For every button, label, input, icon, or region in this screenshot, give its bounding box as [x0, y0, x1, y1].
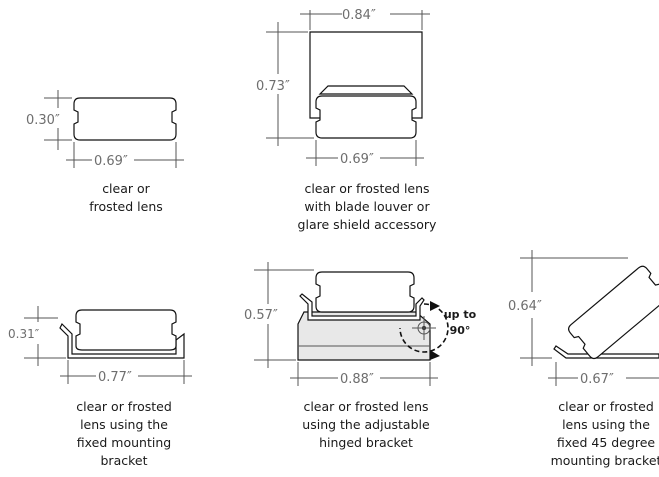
height-dim-label: 0.73″ — [256, 79, 290, 94]
rotation-arc — [399, 303, 449, 353]
figure-fixed-45-degree-bracket: 0.64″ 0.67″ clear or frosted lens using … — [508, 250, 659, 468]
caption-line: bracket — [101, 453, 148, 468]
width-dim-label: 0.88″ — [340, 372, 374, 387]
width-dim-label: 0.69″ — [94, 154, 128, 169]
caption-line: using the adjustable — [302, 417, 430, 432]
caption-line: fixed mounting — [77, 435, 171, 450]
lens-profile — [318, 85, 414, 95]
caption-line: glare shield accessory — [298, 217, 437, 232]
width-dim-label: 0.69″ — [340, 152, 374, 167]
lens-profile — [73, 97, 177, 141]
figure-fixed-mounting-bracket: 0.31″ 0.77″ clear or frosted lens using … — [8, 306, 192, 468]
caption-line: lens using the — [80, 417, 168, 432]
rotation-arrow-icon — [430, 301, 440, 311]
lens-profile — [315, 271, 415, 313]
width-dim-label: 0.67″ — [580, 372, 614, 387]
rotation-note: up to — [444, 308, 477, 321]
caption-line: clear or frosted lens — [303, 399, 428, 414]
caption-line: mounting bracket — [551, 453, 659, 468]
lens-profile — [75, 309, 177, 351]
lens-profile — [568, 265, 659, 360]
caption-line: hinged bracket — [319, 435, 413, 450]
figure-clear-frosted-lens: 0.30″ 0.69″ clear or frosted lens — [26, 90, 184, 214]
lens-profile — [315, 95, 417, 139]
top-dim-label: 0.84″ — [342, 8, 376, 23]
rotation-note: 90° — [450, 324, 471, 337]
height-dim-label: 0.57″ — [244, 308, 278, 323]
caption-line: clear or frosted lens — [304, 181, 429, 196]
caption-line: frosted lens — [89, 199, 163, 214]
caption-line: fixed 45 degree — [557, 435, 655, 450]
caption-line: clear or — [102, 181, 150, 196]
caption-line: clear or frosted — [76, 399, 172, 414]
height-dim-label: 0.30″ — [26, 113, 60, 128]
tilted-lens — [568, 265, 659, 360]
mounting-bracket — [59, 322, 185, 359]
mounting-bracket — [299, 293, 425, 321]
caption-line: lens using the — [562, 417, 650, 432]
mounting-bracket — [553, 345, 659, 359]
caption-line: clear or frosted — [558, 399, 654, 414]
height-dim-label: 0.64″ — [508, 299, 542, 314]
rotation-arrow-icon — [430, 350, 440, 360]
height-dim-label: 0.31″ — [8, 327, 40, 341]
caption-line: with blade louver or — [304, 199, 430, 214]
width-dim-label: 0.77″ — [98, 370, 132, 385]
figure-adjustable-hinged-bracket: up to 90° 0.57″ 0.88″ clear or frosted l… — [244, 262, 477, 450]
figure-lens-with-louver: 0.84″ 0.73″ 0.69″ clear or frosted lens … — [256, 8, 437, 232]
